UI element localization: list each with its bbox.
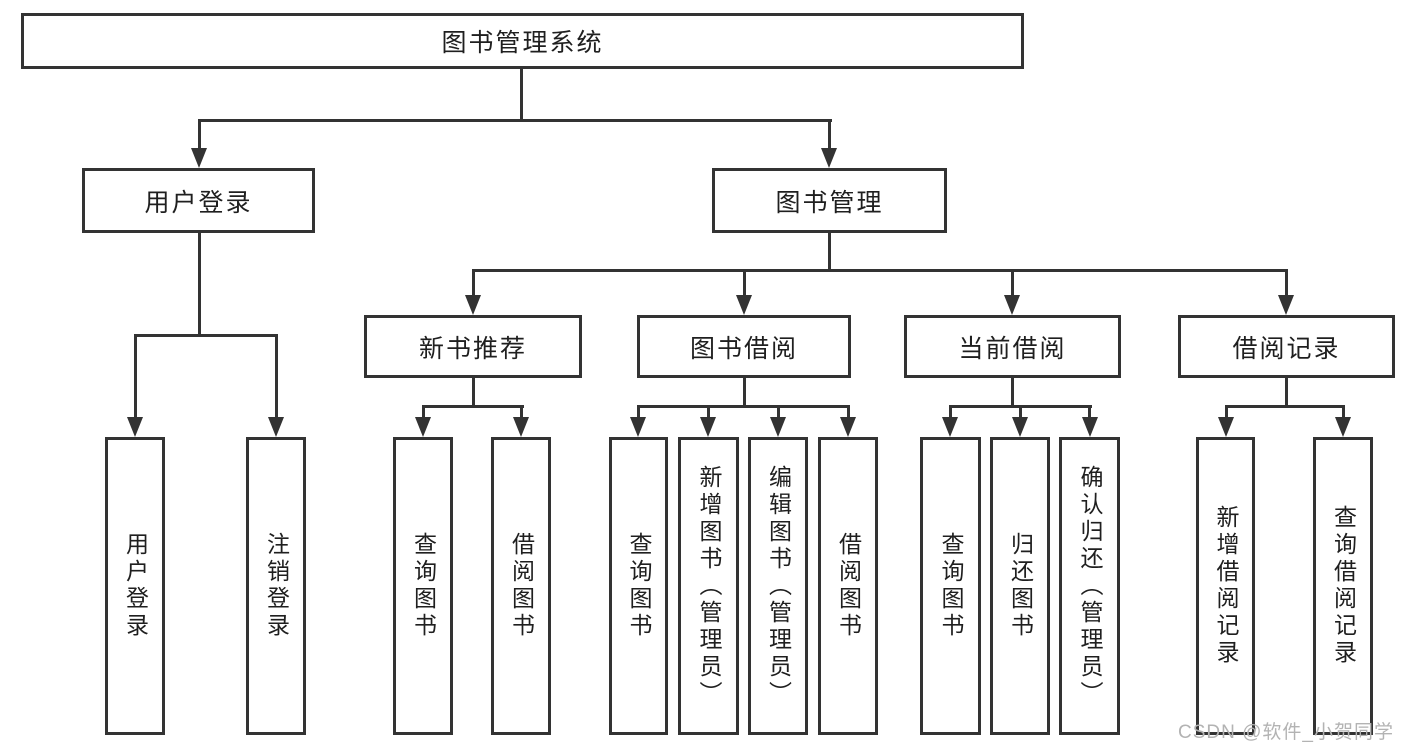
connector-borrow-record-down — [1285, 378, 1288, 407]
leaf-cb-confirm-return-admin-label: 确认归还（管理员） — [1077, 464, 1103, 708]
arrow-down-icon — [700, 417, 716, 437]
node-new-book-rec: 新书推荐 — [364, 315, 582, 378]
leaf-bb-add-book-admin-label: 新增图书（管理员） — [696, 464, 722, 708]
connector-drop-leaf-logout — [275, 334, 278, 419]
leaf-user-login-label: 用户登录 — [122, 532, 149, 640]
connector-drop-cb-confirm — [1088, 405, 1091, 419]
connector-user-login-down — [198, 233, 201, 336]
connector-drop-cb-query — [949, 405, 952, 419]
node-borrow-record: 借阅记录 — [1178, 315, 1395, 378]
node-book-borrow-label: 图书借阅 — [689, 334, 798, 363]
arrow-down-icon — [1012, 417, 1028, 437]
connector-drop-bb-add — [707, 405, 710, 419]
node-root: 图书管理系统 — [21, 13, 1024, 69]
leaf-logout-label: 注销登录 — [263, 532, 290, 640]
leaf-bb-add-book-admin: 新增图书（管理员） — [678, 437, 739, 735]
connector-drop-bb-edit — [777, 405, 780, 419]
connector-user-login-branch — [134, 334, 277, 337]
leaf-bb-edit-book-admin: 编辑图书（管理员） — [748, 437, 808, 735]
connector-new-book-rec-down — [472, 378, 475, 407]
node-book-mgmt: 图书管理 — [712, 168, 947, 233]
leaf-user-login: 用户登录 — [105, 437, 165, 735]
node-current-borrow-label: 当前借阅 — [958, 334, 1067, 363]
arrow-down-icon — [1218, 417, 1234, 437]
arrow-down-icon — [1335, 417, 1351, 437]
leaf-br-add-record: 新增借阅记录 — [1196, 437, 1255, 735]
connector-drop-user-login — [198, 119, 201, 150]
connector-book-mgmt-down — [828, 233, 831, 272]
connector-current-borrow-down — [1011, 378, 1014, 407]
connector-drop-current-borrow — [1011, 269, 1014, 297]
leaf-br-query-record-label: 查询借阅记录 — [1330, 505, 1357, 667]
node-book-mgmt-label: 图书管理 — [775, 188, 884, 217]
arrow-down-icon — [465, 295, 481, 315]
leaf-bb-borrow-book: 借阅图书 — [818, 437, 878, 735]
arrow-down-icon — [1004, 295, 1020, 315]
connector-root-trunk — [520, 69, 523, 121]
node-new-book-rec-label: 新书推荐 — [418, 334, 527, 363]
leaf-bb-query-book-label: 查询图书 — [626, 532, 652, 640]
node-root-label: 图书管理系统 — [441, 29, 604, 57]
connector-drop-book-mgmt — [828, 119, 831, 150]
connector-drop-leaf-user-login — [134, 334, 137, 419]
node-borrow-record-label: 借阅记录 — [1232, 334, 1341, 363]
leaf-cb-query-book-label: 查询图书 — [938, 532, 964, 640]
connector-drop-cb-return — [1019, 405, 1022, 419]
node-user-login-label: 用户登录 — [144, 188, 253, 217]
connector-book-borrow-branch — [637, 405, 850, 408]
leaf-br-query-record: 查询借阅记录 — [1313, 437, 1373, 735]
arrow-down-icon — [127, 417, 143, 437]
arrow-down-icon — [1082, 417, 1098, 437]
arrow-down-icon — [736, 295, 752, 315]
leaf-bb-borrow-book-label: 借阅图书 — [835, 532, 862, 640]
node-current-borrow: 当前借阅 — [904, 315, 1121, 378]
leaf-br-add-record-label: 新增借阅记录 — [1213, 505, 1239, 667]
leaf-cb-return-book: 归还图书 — [990, 437, 1050, 735]
connector-new-book-rec-branch — [422, 405, 524, 408]
arrow-down-icon — [268, 417, 284, 437]
leaf-nbr-borrow-book: 借阅图书 — [491, 437, 551, 735]
arrow-down-icon — [191, 148, 207, 168]
connector-level3-branch — [472, 269, 1288, 272]
connector-drop-nbr-query — [422, 405, 425, 419]
arrow-down-icon — [415, 417, 431, 437]
leaf-bb-query-book: 查询图书 — [609, 437, 668, 735]
leaf-cb-confirm-return-admin: 确认归还（管理员） — [1059, 437, 1120, 735]
connector-borrow-record-branch — [1225, 405, 1345, 408]
connector-drop-br-query — [1342, 405, 1345, 419]
leaf-cb-return-book-label: 归还图书 — [1007, 532, 1034, 640]
leaf-nbr-query-book-label: 查询图书 — [410, 532, 437, 640]
connector-drop-br-add — [1225, 405, 1228, 419]
leaf-cb-query-book: 查询图书 — [920, 437, 981, 735]
arrow-down-icon — [821, 148, 837, 168]
node-user-login: 用户登录 — [82, 168, 315, 233]
leaf-logout: 注销登录 — [246, 437, 306, 735]
connector-level1-branch — [198, 119, 832, 122]
csdn-watermark: CSDN @软件_小贺同学 — [1178, 722, 1394, 743]
node-book-borrow: 图书借阅 — [637, 315, 851, 378]
connector-book-borrow-down — [743, 378, 746, 407]
arrow-down-icon — [630, 417, 646, 437]
connector-drop-bb-query — [637, 405, 640, 419]
arrow-down-icon — [942, 417, 958, 437]
connector-drop-book-borrow — [743, 269, 746, 297]
connector-drop-bb-borrow — [847, 405, 850, 419]
arrow-down-icon — [840, 417, 856, 437]
connector-drop-borrow-record — [1285, 269, 1288, 297]
arrow-down-icon — [1278, 295, 1294, 315]
leaf-bb-edit-book-admin-label: 编辑图书（管理员） — [765, 464, 792, 708]
arrow-down-icon — [513, 417, 529, 437]
arrow-down-icon — [770, 417, 786, 437]
connector-drop-new-book-rec — [472, 269, 475, 297]
connector-drop-nbr-borrow — [520, 405, 523, 419]
leaf-nbr-query-book: 查询图书 — [393, 437, 453, 735]
leaf-nbr-borrow-book-label: 借阅图书 — [508, 532, 535, 640]
